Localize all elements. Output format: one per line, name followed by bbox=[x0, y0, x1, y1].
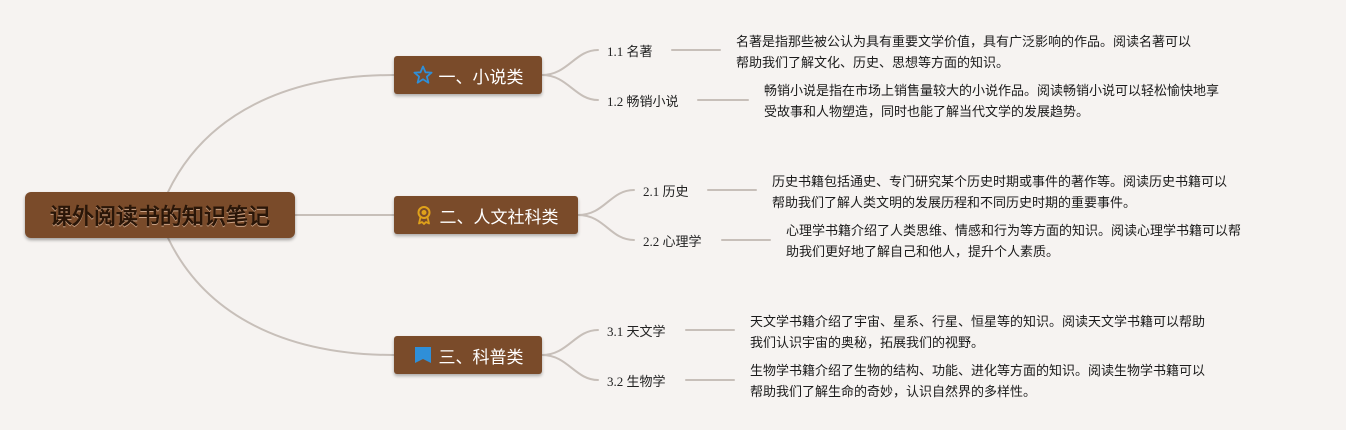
connector-cat3-sub1 bbox=[541, 329, 599, 356]
description-line: 帮助我们了解人类文明的发展历程和不同历史时期的重要事件。 bbox=[772, 196, 1137, 211]
flag-icon bbox=[413, 345, 433, 365]
subtopic-number: 1.2 bbox=[607, 94, 624, 109]
star-icon bbox=[412, 65, 433, 85]
description-line: 帮助我们了解生命的奇妙，认识自然界的多样性。 bbox=[750, 385, 1037, 400]
subtopic-name: 历史 bbox=[662, 185, 689, 200]
subtopic-name: 生物学 bbox=[626, 375, 666, 390]
subtopic-2-2[interactable]: 2.2 心理学 bbox=[643, 231, 702, 250]
subtopic-name: 畅销小说 bbox=[626, 95, 679, 110]
description-1-1[interactable]: 名著是指那些被公认为具有重要文学价值，具有广泛影响的作品。阅读名著可以 帮助我们… bbox=[736, 32, 1191, 74]
description-line: 历史书籍包括通史、专门研究某个历史时期或事件的著作等。阅读历史书籍可以 bbox=[772, 175, 1228, 190]
connector-cat2-sub1 bbox=[577, 189, 635, 216]
description-line: 心理学书籍介绍了人类思维、情感和行为等方面的知识。阅读心理学书籍可以帮 bbox=[786, 224, 1242, 239]
subtopic-number: 1.1 bbox=[607, 44, 624, 59]
root-title: 课外阅读书的知识笔记 bbox=[49, 205, 270, 230]
description-2-2[interactable]: 心理学书籍介绍了人类思维、情感和行为等方面的知识。阅读心理学书籍可以帮 助我们更… bbox=[786, 221, 1241, 263]
category-label: 三、科普类 bbox=[438, 347, 524, 368]
description-2-1[interactable]: 历史书籍包括通史、专门研究某个历史时期或事件的著作等。阅读历史书籍可以 帮助我们… bbox=[772, 172, 1227, 214]
subtopic-number: 3.2 bbox=[607, 374, 624, 389]
subtopic-number: 2.2 bbox=[643, 234, 660, 249]
description-line: 畅销小说是指在市场上销售量较大的小说作品。阅读畅销小说可以轻松愉快地享 bbox=[764, 84, 1220, 99]
subtopic-1-2[interactable]: 1.2 畅销小说 bbox=[607, 91, 679, 110]
subtopic-2-1[interactable]: 2.1 历史 bbox=[643, 181, 689, 200]
connector-cat1-sub1 bbox=[541, 49, 599, 76]
description-line: 助我们更好地了解自己和他人，提升个人素质。 bbox=[786, 245, 1060, 260]
category-label: 一、小说类 bbox=[438, 67, 524, 88]
category-fiction[interactable]: 一、小说类 bbox=[394, 56, 542, 94]
description-3-2[interactable]: 生物学书籍介绍了生物的结构、功能、进化等方面的知识。阅读生物学书籍可以 帮助我们… bbox=[750, 361, 1205, 403]
description-line: 名著是指那些被公认为具有重要文学价值，具有广泛影响的作品。阅读名著可以 bbox=[736, 35, 1192, 50]
subtopic-number: 3.1 bbox=[607, 324, 624, 339]
award-icon bbox=[414, 205, 434, 225]
subtopic-1-1[interactable]: 1.1 名著 bbox=[607, 41, 653, 60]
category-popular-science[interactable]: 三、科普类 bbox=[394, 336, 542, 374]
category-label: 二、人文社科类 bbox=[439, 207, 559, 228]
description-line: 帮助我们了解文化、历史、思想等方面的知识。 bbox=[736, 56, 1010, 71]
description-line: 生物学书籍介绍了生物的结构、功能、进化等方面的知识。阅读生物学书籍可以 bbox=[750, 364, 1206, 379]
category-humanities[interactable]: 二、人文社科类 bbox=[394, 196, 578, 234]
subtopic-name: 心理学 bbox=[662, 235, 702, 250]
root-topic[interactable]: 课外阅读书的知识笔记 bbox=[25, 192, 295, 238]
description-1-2[interactable]: 畅销小说是指在市场上销售量较大的小说作品。阅读畅销小说可以轻松愉快地享 受故事和… bbox=[764, 81, 1219, 123]
description-line: 我们认识宇宙的奥秘，拓展我们的视野。 bbox=[750, 336, 985, 351]
description-line: 受故事和人物塑造，同时也能了解当代文学的发展趋势。 bbox=[764, 105, 1090, 120]
description-3-1[interactable]: 天文学书籍介绍了宇宙、星系、行星、恒星等的知识。阅读天文学书籍可以帮助 我们认识… bbox=[750, 312, 1205, 354]
subtopic-number: 2.1 bbox=[643, 184, 660, 199]
connector-root-cat1 bbox=[167, 74, 395, 193]
subtopic-name: 天文学 bbox=[626, 325, 666, 340]
subtopic-name: 名著 bbox=[626, 45, 653, 60]
subtopic-3-2[interactable]: 3.2 生物学 bbox=[607, 371, 666, 390]
connector-cat3-sub2 bbox=[541, 354, 599, 381]
description-line: 天文学书籍介绍了宇宙、星系、行星、恒星等的知识。阅读天文学书籍可以帮助 bbox=[750, 315, 1206, 330]
connector-cat1-sub2 bbox=[541, 74, 599, 101]
subtopic-3-1[interactable]: 3.1 天文学 bbox=[607, 321, 666, 340]
connector-cat2-sub2 bbox=[577, 214, 635, 241]
connector-root-cat3 bbox=[167, 237, 395, 356]
